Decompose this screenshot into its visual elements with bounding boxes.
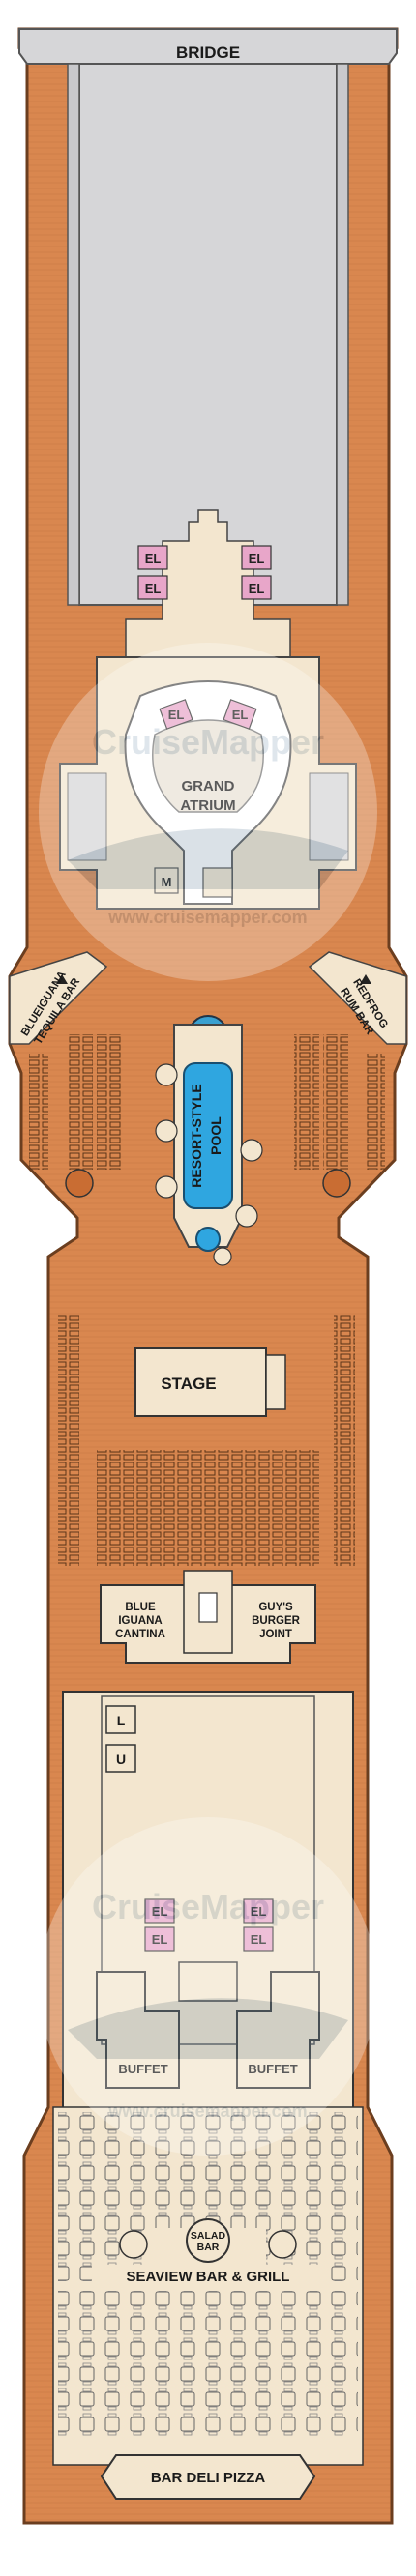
restroom-u: [105, 1744, 136, 1773]
guys-burger-joint-label: GUY'S: [258, 1602, 293, 1613]
svg-text:EL: EL: [251, 1932, 267, 1947]
svg-text:U: U: [116, 1751, 126, 1767]
svg-text:CruiseMapper: CruiseMapper: [92, 722, 324, 762]
svg-text:EL: EL: [145, 581, 162, 595]
salad-bar: [186, 2218, 230, 2263]
bar-deli-pizza-label: BAR DELI PIZZA: [151, 2470, 265, 2486]
svg-text:EL: EL: [168, 708, 185, 722]
buffet-left: [96, 1971, 180, 2089]
stage: [134, 1347, 267, 1417]
buffet-right: [236, 1971, 320, 2089]
blue-iguana-cantina-label: BLUE: [125, 1602, 156, 1613]
buffet-right-label: BUFFET: [248, 2062, 297, 2076]
bridge-area: [18, 28, 398, 65]
pool-umbrellas: [155, 1063, 263, 1266]
forward-elevators-left: EL EL: [137, 545, 168, 600]
restroom-l: [105, 1705, 136, 1734]
svg-text:BAR: BAR: [197, 2242, 220, 2253]
svg-text:www.cruisemapper.com: www.cruisemapper.com: [107, 908, 307, 927]
bridge-label: BRIDGE: [176, 43, 240, 62]
svg-text:SALAD: SALAD: [191, 2230, 226, 2242]
svg-text:BURGER: BURGER: [252, 1615, 301, 1627]
m-label: M: [162, 875, 172, 889]
svg-text:EL: EL: [249, 581, 265, 595]
stage-label: STAGE: [161, 1375, 216, 1393]
grand-atrium-label-2: ATRIUM: [180, 797, 235, 814]
svg-text:EL: EL: [152, 1904, 168, 1919]
svg-text:EL: EL: [152, 1932, 168, 1947]
svg-text:www.cruisemapper.com: www.cruisemapper.com: [107, 2101, 307, 2121]
resort-style-pool: [183, 1062, 233, 1209]
forward-elevators-right: EL EL: [241, 545, 272, 600]
atrium-glass-elevators: EL EL: [159, 699, 257, 730]
redfrog-rum-bar: [308, 951, 407, 1045]
svg-text:JOINT: JOINT: [259, 1629, 292, 1640]
watermark-bottom: CruiseMapper www.cruisemapper.com: [39, 1817, 377, 2156]
svg-text:EL: EL: [251, 1904, 267, 1919]
watermark-top: CruiseMapper www.cruisemapper.com: [39, 643, 377, 981]
svg-text:L: L: [117, 1713, 126, 1728]
svg-text:EL: EL: [145, 551, 162, 565]
svg-text:EL: EL: [232, 708, 249, 722]
pool-label-2: POOL: [208, 1116, 223, 1155]
svg-text:CruiseMapper: CruiseMapper: [92, 1887, 324, 1926]
blueiguana-tequila-bar: [9, 951, 108, 1045]
seaview-bar-grill-label: SEAVIEW BAR & GRILL: [127, 2269, 290, 2285]
aft-elevators-right: EL EL: [243, 1898, 274, 1952]
grand-atrium-label: GRAND: [182, 778, 235, 795]
stage-seating: [58, 1315, 355, 1566]
pool-whirlpool: [195, 1227, 221, 1252]
aft-elevators-left: EL EL: [144, 1898, 175, 1952]
svg-text:EL: EL: [249, 551, 265, 565]
svg-text:IGUANA: IGUANA: [118, 1615, 162, 1627]
pool-label: RESORT-STYLE: [189, 1084, 204, 1187]
bar-deli-pizza: [100, 2454, 316, 2500]
buffet-left-label: BUFFET: [118, 2062, 167, 2076]
svg-text:CANTINA: CANTINA: [115, 1629, 165, 1640]
